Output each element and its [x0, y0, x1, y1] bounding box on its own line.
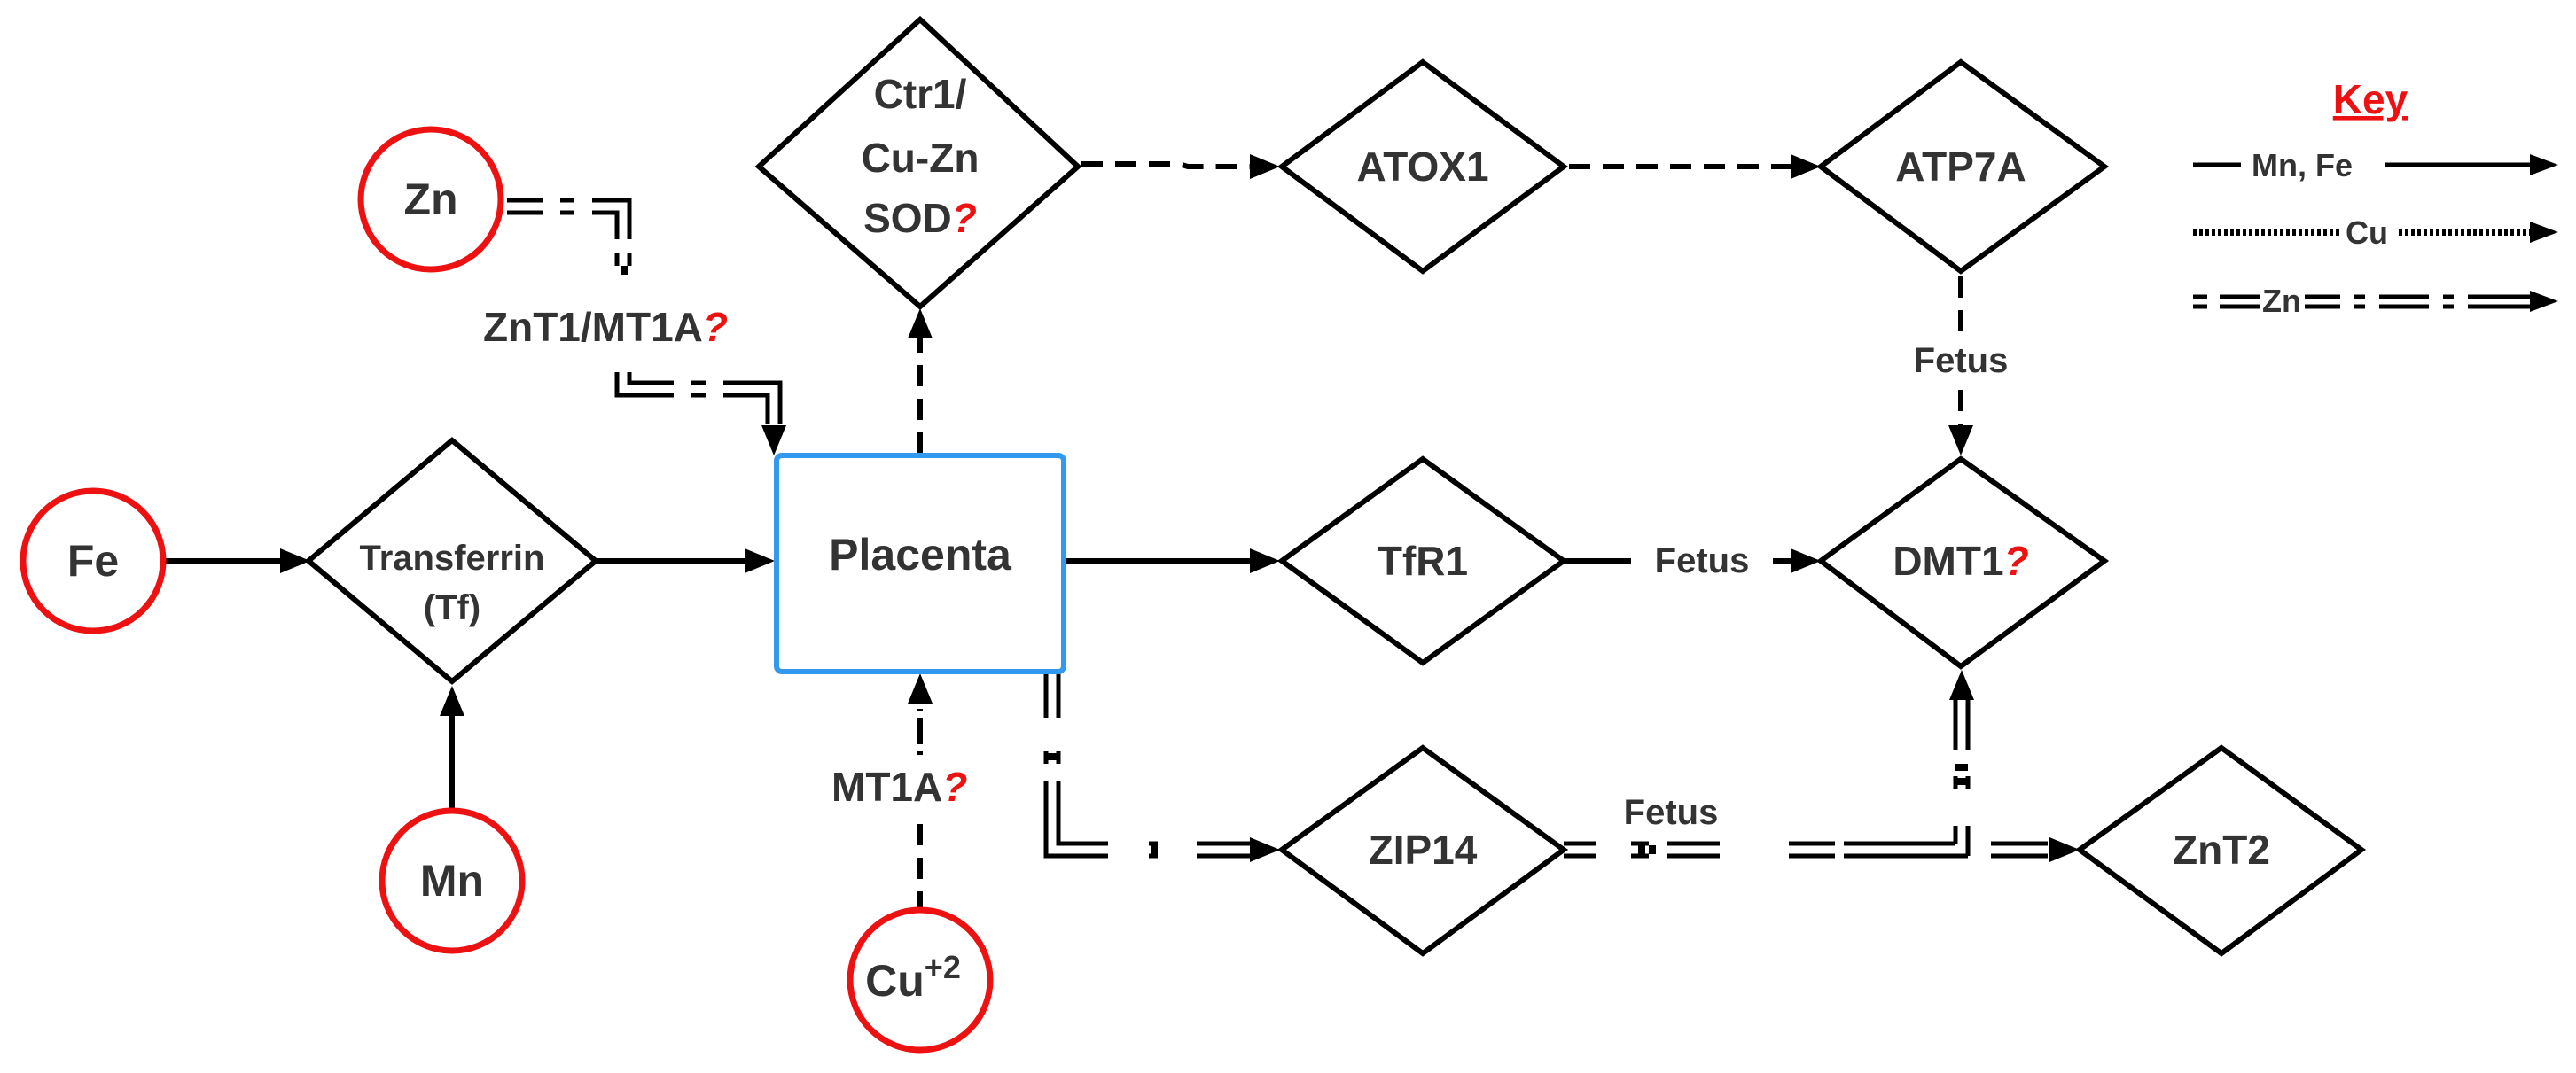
cu-base: Cu — [865, 956, 925, 1006]
atp7a-diamond — [1815, 58, 2110, 275]
edge-zn-placenta — [507, 198, 783, 424]
ctr1-question: ? — [952, 195, 977, 241]
zip14-diamond — [1276, 744, 1569, 957]
transferrin-diamond — [304, 437, 600, 685]
arrowhead — [280, 548, 310, 573]
placenta-label: Placenta — [829, 530, 1012, 579]
mn-label: Mn — [420, 856, 484, 906]
fetus-label-tfr1: Fetus — [1655, 541, 1750, 580]
atp7a-label: ATP7A — [1895, 144, 2026, 190]
mn-circle — [379, 807, 526, 954]
tfr1-diamond — [1276, 455, 1569, 666]
arrowhead — [908, 673, 933, 704]
arrowhead — [1791, 154, 1821, 179]
fe-label: Fe — [67, 536, 119, 586]
element-nodes: Fe Zn Mn Cu+2 — [20, 126, 994, 1054]
arrowhead — [1791, 548, 1821, 573]
arrowhead — [440, 686, 464, 716]
arrowhead — [1250, 837, 1280, 862]
edge-ctr1-atox1 — [1081, 161, 1250, 169]
znt1-mt1a-text: ZnT1/MT1A — [483, 304, 703, 350]
cu-circle — [847, 906, 994, 1054]
legend-label-mn-fe: Mn, Fe — [2252, 147, 2353, 183]
dmt1-label: DMT1? — [1893, 538, 2028, 584]
ctr1-label-3-text: SOD — [863, 195, 952, 241]
atox1-diamond — [1276, 58, 1569, 275]
legend: Key Mn, Fe Cu Zn — [2193, 76, 2558, 319]
legend-label-zn: Zn — [2262, 283, 2301, 319]
arrowhead — [2049, 837, 2080, 862]
znt2-diamond — [2074, 744, 2367, 957]
arrowhead — [761, 425, 786, 455]
fetus-label-zip14: Fetus — [1624, 793, 1719, 832]
cu-label: Cu+2 — [865, 949, 961, 1006]
dmt1-diamond — [1815, 455, 2110, 670]
zn-label: Zn — [403, 175, 457, 224]
dmt1-text: DMT1 — [1893, 538, 2003, 584]
znt1-mt1a-label: ZnT1/MT1A? — [483, 304, 728, 350]
mt1a-question: ? — [942, 764, 967, 810]
ctr1-label-1: Ctr1/ — [874, 71, 967, 117]
mt1a-label: MT1A? — [831, 764, 967, 810]
arrowhead — [1949, 670, 1974, 700]
ctr1-label-2: Cu-Zn — [862, 135, 980, 181]
protein-nodes — [304, 15, 2367, 957]
node-labels: Transferrin (Tf) Placenta Ctr1/ Cu-Zn SO… — [360, 71, 2270, 873]
transferrin-label-1: Transferrin — [360, 539, 545, 578]
arrowhead — [1250, 548, 1280, 573]
arrowhead — [745, 548, 775, 573]
legend-label-cu: Cu — [2346, 214, 2388, 251]
arrowhead — [1250, 154, 1280, 179]
zip14-label: ZIP14 — [1369, 827, 1478, 873]
placenta-box — [774, 453, 1066, 674]
tfr1-label: TfR1 — [1378, 538, 1468, 584]
edge-zip14-znt2 — [1564, 841, 2048, 859]
dot-separators — [621, 266, 1968, 854]
arrowhead — [2530, 291, 2558, 312]
atox1-label: ATOX1 — [1356, 144, 1488, 190]
ctr1-diamond — [754, 15, 1082, 310]
znt1-question: ? — [703, 304, 728, 350]
edge-placenta-zip14 — [1043, 673, 1250, 859]
arrowhead — [908, 308, 933, 338]
arrowhead — [2530, 154, 2558, 175]
dmt1-question: ? — [2004, 538, 2029, 584]
transferrin-label-2: (Tf) — [424, 588, 480, 627]
legend-title: Key — [2333, 76, 2408, 122]
ctr1-label-3: SOD? — [863, 195, 977, 241]
legend-line-zn — [2193, 294, 2530, 309]
edge-labels: ZnT1/MT1A? MT1A? Fetus Fetus Fetus — [479, 292, 2026, 832]
cu-superscript: +2 — [925, 949, 961, 985]
fe-circle — [20, 487, 167, 634]
zn-circle — [357, 126, 504, 273]
arrowhead — [1948, 425, 1973, 455]
arrowhead — [2530, 222, 2558, 243]
znt2-label: ZnT2 — [2173, 827, 2270, 873]
mt1a-text: MT1A — [831, 764, 942, 810]
fetus-label-atp7a: Fetus — [1914, 341, 2009, 380]
